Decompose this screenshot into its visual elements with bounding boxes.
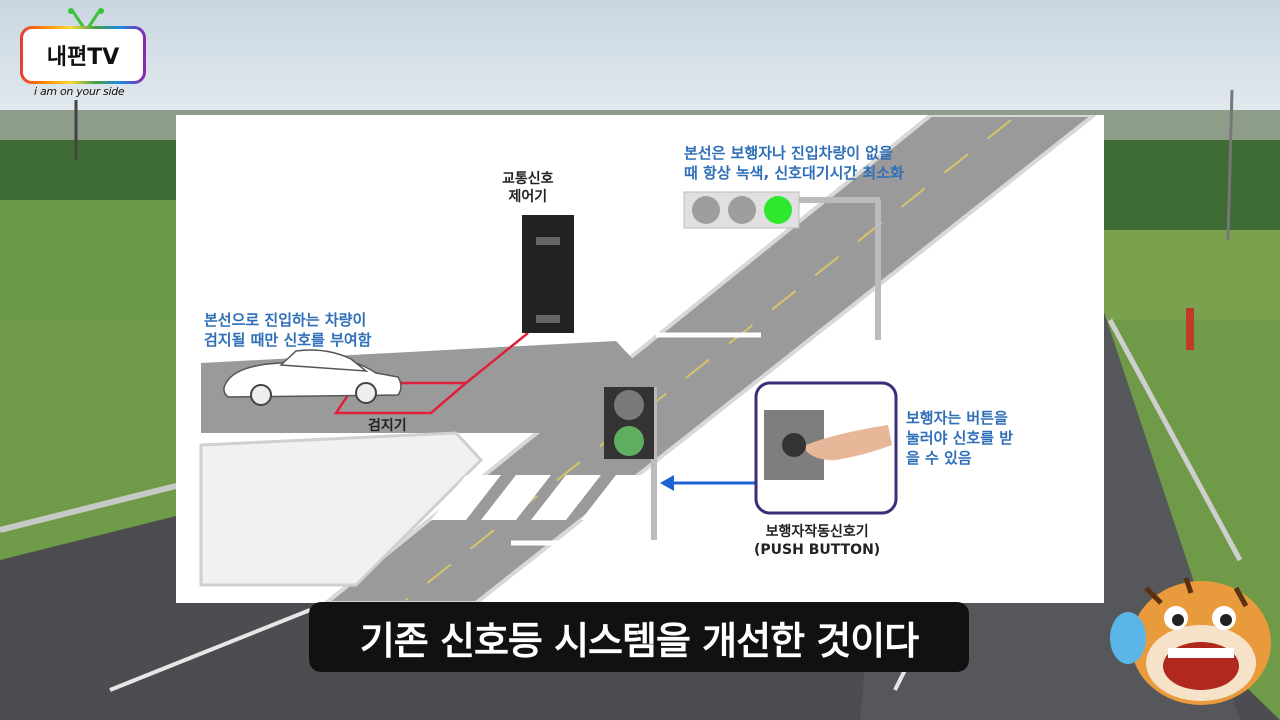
channel-name: 내편TV — [23, 29, 143, 81]
controller-label: 교통신호 제어기 — [502, 170, 554, 206]
entry-note-line1: 본선으로 진입하는 차량이 — [204, 311, 367, 329]
antenna-icon — [68, 8, 104, 29]
pedestrian-note-line1: 보행자는 버튼을 — [906, 409, 1008, 427]
button-label-line2: (PUSH BUTTON) — [754, 542, 881, 558]
channel-logo: 내편TV — [20, 26, 146, 84]
button-label: 보행자작동신호기 (PUSH BUTTON) — [754, 523, 880, 559]
mainline-note-line2: 때 항상 녹색, 신호대기시간 최소화 — [684, 164, 904, 182]
entry-note-line2: 검지될 때만 신호를 부여함 — [204, 331, 372, 349]
entry-note: 본선으로 진입하는 차량이 검지될 때만 신호를 부여함 — [204, 310, 371, 350]
tiger-mascot-icon — [1110, 577, 1271, 705]
controller-label-line1: 교통신호 — [502, 171, 554, 187]
subtitle-caption: 기존 신호등 시스템을 개선한 것이다 — [309, 602, 969, 672]
detector-label: 검지기 — [368, 418, 407, 434]
mainline-note: 본선은 보행자나 진입차량이 없을 때 항상 녹색, 신호대기시간 최소화 — [684, 143, 904, 183]
button-label-line1: 보행자작동신호기 — [765, 524, 869, 540]
road-illustration — [199, 115, 1098, 603]
channel-tagline: i am on your side — [34, 85, 125, 98]
mainline-note-line1: 본선은 보행자나 진입차량이 없을 — [684, 144, 893, 162]
controller-label-line2: 제어기 — [508, 189, 548, 205]
signal-diagram: 교통신호 제어기 본선은 보행자나 진입차량이 없을 때 항상 녹색, 신호대기… — [176, 115, 1104, 603]
car-icon — [223, 349, 402, 406]
pedestrian-note: 보행자는 버튼을 눌러야 신호를 받 을 수 있음 — [906, 408, 1013, 468]
pedestrian-note-line2: 눌러야 신호를 받 — [906, 429, 1014, 447]
pedestrian-note-line3: 을 수 있음 — [906, 449, 972, 467]
